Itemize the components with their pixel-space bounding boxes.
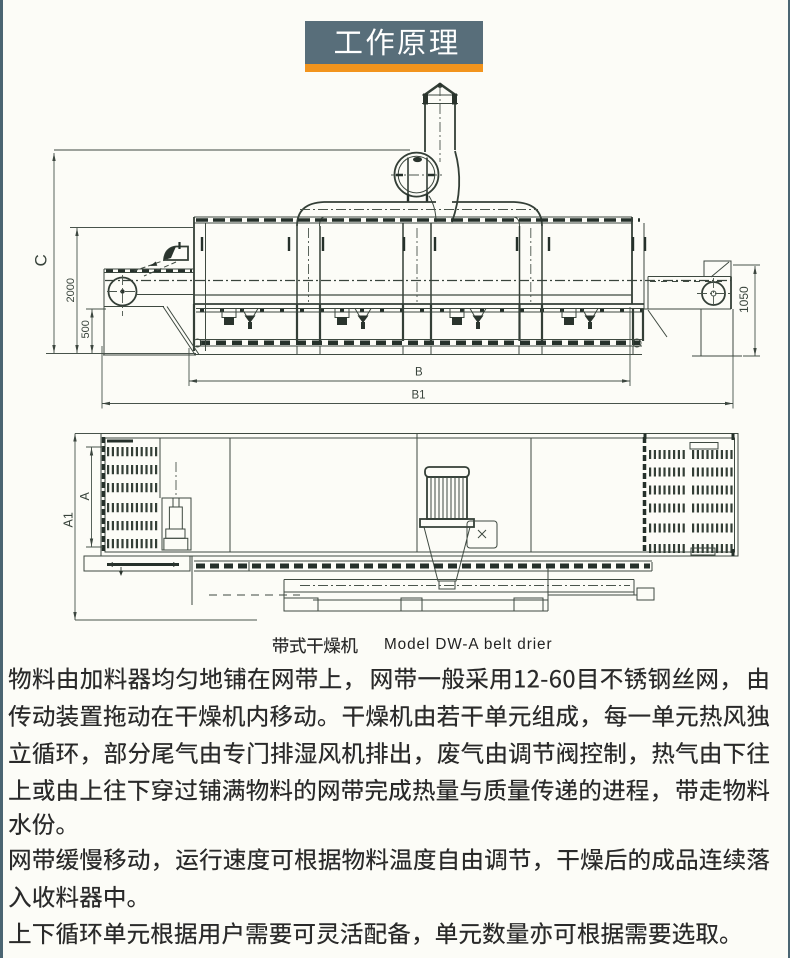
svg-text:C: C: [32, 254, 51, 266]
svg-text:B: B: [415, 367, 423, 379]
svg-text:500: 500: [80, 320, 92, 338]
svg-text:A1: A1: [62, 512, 76, 527]
svg-text:A: A: [78, 492, 92, 501]
svg-text:1050: 1050: [737, 286, 751, 313]
svg-text:2000: 2000: [65, 278, 77, 302]
svg-text:Model DW-A belt drier: Model DW-A belt drier: [384, 636, 552, 653]
svg-text:B1: B1: [412, 390, 426, 402]
